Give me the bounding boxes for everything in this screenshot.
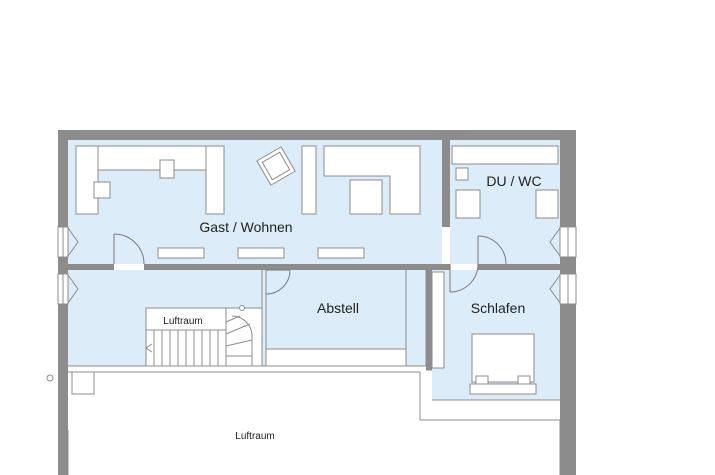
bath-counter xyxy=(451,145,559,165)
wall-right-bottom xyxy=(560,404,576,475)
wall-left-bottom xyxy=(58,372,68,475)
toilet-icon xyxy=(455,189,481,219)
shelf xyxy=(301,145,317,215)
kitchen-counter-side xyxy=(75,145,99,215)
wardrobe xyxy=(431,271,445,369)
void-abstell-notch xyxy=(265,348,407,367)
windows xyxy=(57,226,577,305)
wall-right-lower xyxy=(560,304,576,404)
wall-left-lower xyxy=(58,304,68,372)
furniture xyxy=(46,145,559,395)
stool-icon xyxy=(93,181,111,199)
wall-top xyxy=(58,130,576,140)
sofa xyxy=(323,145,421,215)
doors xyxy=(113,233,507,295)
wall-mid-horizontal-center xyxy=(144,264,450,270)
room-label-luftraum-bottom: Luftraum xyxy=(235,431,274,442)
wall-mid-horizontal-right xyxy=(478,264,560,270)
coffee-table xyxy=(349,179,383,215)
wall-left-upper xyxy=(58,130,68,227)
wall-right-upper xyxy=(560,130,576,227)
interior-lines xyxy=(67,270,561,475)
room-label-abstell: Abstell xyxy=(317,300,359,316)
shower-tray xyxy=(535,189,559,219)
room-label-du-wc: DU / WC xyxy=(486,173,541,189)
stair-treads xyxy=(145,315,253,366)
washbasin-icon xyxy=(455,167,469,181)
wall-left-mid xyxy=(58,257,68,274)
wall-mid-horizontal-left xyxy=(68,264,114,270)
wall-right-mid xyxy=(560,257,576,274)
walls xyxy=(58,130,576,475)
room-label-luftraum-stair: Luftraum xyxy=(163,316,202,327)
wall-du-left xyxy=(442,140,450,227)
room-label-gast-wohnen: Gast / Wohnen xyxy=(199,219,292,235)
bed xyxy=(471,333,535,383)
wall-schlafen-left xyxy=(426,270,432,370)
room-label-schlafen: Schlafen xyxy=(471,300,525,316)
